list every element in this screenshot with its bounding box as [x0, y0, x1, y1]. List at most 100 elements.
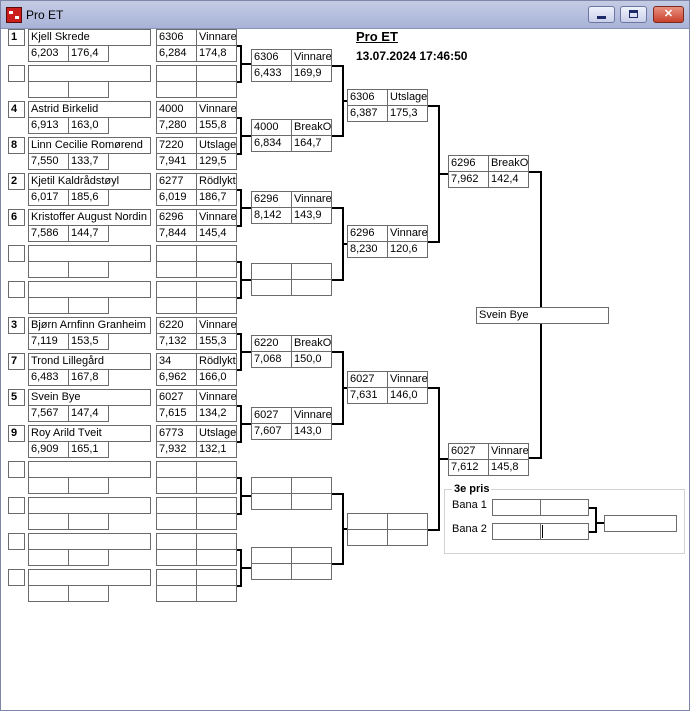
- title-bar[interactable]: Pro ET ✕: [1, 1, 689, 29]
- et-field[interactable]: [156, 513, 197, 530]
- speed-field[interactable]: 174,8: [196, 45, 237, 62]
- et-field[interactable]: [347, 529, 388, 546]
- speed-field[interactable]: [68, 549, 109, 566]
- third-place-winner[interactable]: [604, 515, 677, 532]
- car-number-field[interactable]: 6220: [156, 317, 197, 334]
- driver-name-field[interactable]: [28, 245, 151, 262]
- speed-field[interactable]: 145,4: [196, 225, 237, 242]
- speed-field[interactable]: 133,7: [68, 153, 109, 170]
- speed-field[interactable]: [196, 585, 237, 602]
- seed-box[interactable]: [8, 245, 25, 262]
- speed-field[interactable]: 165,1: [68, 441, 109, 458]
- result-status-field[interactable]: [196, 65, 237, 82]
- speed-field[interactable]: [68, 297, 109, 314]
- car-number-field[interactable]: 6027: [347, 371, 388, 388]
- driver-name-field[interactable]: Kjetil Kaldrådstøyl: [28, 173, 151, 190]
- reaction-time-field[interactable]: 7,586: [28, 225, 69, 242]
- seed-box[interactable]: [8, 461, 25, 478]
- driver-name-field[interactable]: [28, 533, 151, 550]
- speed-field[interactable]: 186,7: [196, 189, 237, 206]
- driver-name-field[interactable]: Linn Cecilie Romørend: [28, 137, 151, 154]
- seed-box[interactable]: 2: [8, 173, 25, 190]
- et-field[interactable]: [156, 585, 197, 602]
- reaction-time-field[interactable]: [28, 549, 69, 566]
- result-status-field[interactable]: Rödlyktan: [196, 353, 237, 370]
- reaction-time-field[interactable]: [28, 297, 69, 314]
- car-number-field[interactable]: [156, 245, 197, 262]
- speed-field[interactable]: 147,4: [68, 405, 109, 422]
- driver-name-field[interactable]: Trond Lillegård: [28, 353, 151, 370]
- seed-box[interactable]: [8, 65, 25, 82]
- reaction-time-field[interactable]: [28, 513, 69, 530]
- result-status-field[interactable]: Vinnare: [196, 209, 237, 226]
- speed-field[interactable]: [196, 81, 237, 98]
- result-status-field[interactable]: Utslagen: [196, 425, 237, 442]
- driver-name-field[interactable]: [28, 497, 151, 514]
- speed-field[interactable]: 134,2: [196, 405, 237, 422]
- result-status-field[interactable]: [196, 569, 237, 586]
- result-status-field[interactable]: [196, 461, 237, 478]
- speed-field[interactable]: 144,7: [68, 225, 109, 242]
- driver-name-field[interactable]: [28, 65, 151, 82]
- reaction-time-field[interactable]: [28, 261, 69, 278]
- et-field[interactable]: 7,844: [156, 225, 197, 242]
- car-number-field[interactable]: [156, 65, 197, 82]
- et-field[interactable]: [251, 563, 292, 580]
- seed-box[interactable]: 4: [8, 101, 25, 118]
- car-number-field[interactable]: 7220: [156, 137, 197, 154]
- result-status-field[interactable]: [387, 513, 428, 530]
- result-status-field[interactable]: Vinnare: [488, 443, 529, 460]
- speed-field[interactable]: 185,6: [68, 189, 109, 206]
- speed-field[interactable]: 155,8: [196, 117, 237, 134]
- result-status-field[interactable]: Vinnare: [291, 49, 332, 66]
- et-field[interactable]: 7,941: [156, 153, 197, 170]
- car-number-field[interactable]: 6296: [156, 209, 197, 226]
- driver-name-field[interactable]: Kjell Skrede: [28, 29, 151, 46]
- et-field[interactable]: [156, 477, 197, 494]
- car-number-field[interactable]: 6027: [156, 389, 197, 406]
- et-field[interactable]: 7,280: [156, 117, 197, 134]
- result-status-field[interactable]: Vinnare: [291, 191, 332, 208]
- reaction-time-field[interactable]: 7,567: [28, 405, 69, 422]
- speed-field[interactable]: [291, 493, 332, 510]
- car-number-field[interactable]: [156, 461, 197, 478]
- et-field[interactable]: 7,932: [156, 441, 197, 458]
- driver-name-field[interactable]: Bjørn Arnfinn Granheim: [28, 317, 151, 334]
- car-number-field[interactable]: 6027: [251, 407, 292, 424]
- et-field[interactable]: [251, 279, 292, 296]
- driver-name-field[interactable]: Svein Bye: [28, 389, 151, 406]
- car-number-field[interactable]: [251, 477, 292, 494]
- car-number-field[interactable]: 6027: [448, 443, 489, 460]
- speed-field[interactable]: 155,3: [196, 333, 237, 350]
- result-status-field[interactable]: Vinnare: [387, 225, 428, 242]
- speed-field[interactable]: [291, 563, 332, 580]
- seed-box[interactable]: 8: [8, 137, 25, 154]
- car-number-field[interactable]: 6296: [251, 191, 292, 208]
- car-number-field[interactable]: 34: [156, 353, 197, 370]
- speed-field[interactable]: [196, 549, 237, 566]
- car-number-field[interactable]: 6296: [448, 155, 489, 172]
- result-status-field[interactable]: Rödlyktan: [196, 173, 237, 190]
- result-status-field[interactable]: [291, 547, 332, 564]
- result-status-field[interactable]: BreakOut: [291, 335, 332, 352]
- car-number-field[interactable]: 6306: [251, 49, 292, 66]
- driver-name-field[interactable]: Kristoffer August Nordin: [28, 209, 151, 226]
- et-field[interactable]: 6,387: [347, 105, 388, 122]
- speed-field[interactable]: 176,4: [68, 45, 109, 62]
- et-field[interactable]: [156, 261, 197, 278]
- reaction-time-field[interactable]: 6,017: [28, 189, 69, 206]
- result-status-field[interactable]: [196, 281, 237, 298]
- car-number-field[interactable]: 4000: [156, 101, 197, 118]
- et-field[interactable]: 8,142: [251, 207, 292, 224]
- driver-name-field[interactable]: [28, 461, 151, 478]
- et-field[interactable]: 7,132: [156, 333, 197, 350]
- et-field[interactable]: 7,615: [156, 405, 197, 422]
- result-status-field[interactable]: Utslagen: [196, 137, 237, 154]
- lane-2-field-b[interactable]: [540, 523, 589, 540]
- car-number-field[interactable]: 4000: [251, 119, 292, 136]
- champion-field[interactable]: Svein Bye: [476, 307, 609, 324]
- seed-box[interactable]: 1: [8, 29, 25, 46]
- driver-name-field[interactable]: [28, 281, 151, 298]
- car-number-field[interactable]: 6306: [347, 89, 388, 106]
- seed-box[interactable]: [8, 281, 25, 298]
